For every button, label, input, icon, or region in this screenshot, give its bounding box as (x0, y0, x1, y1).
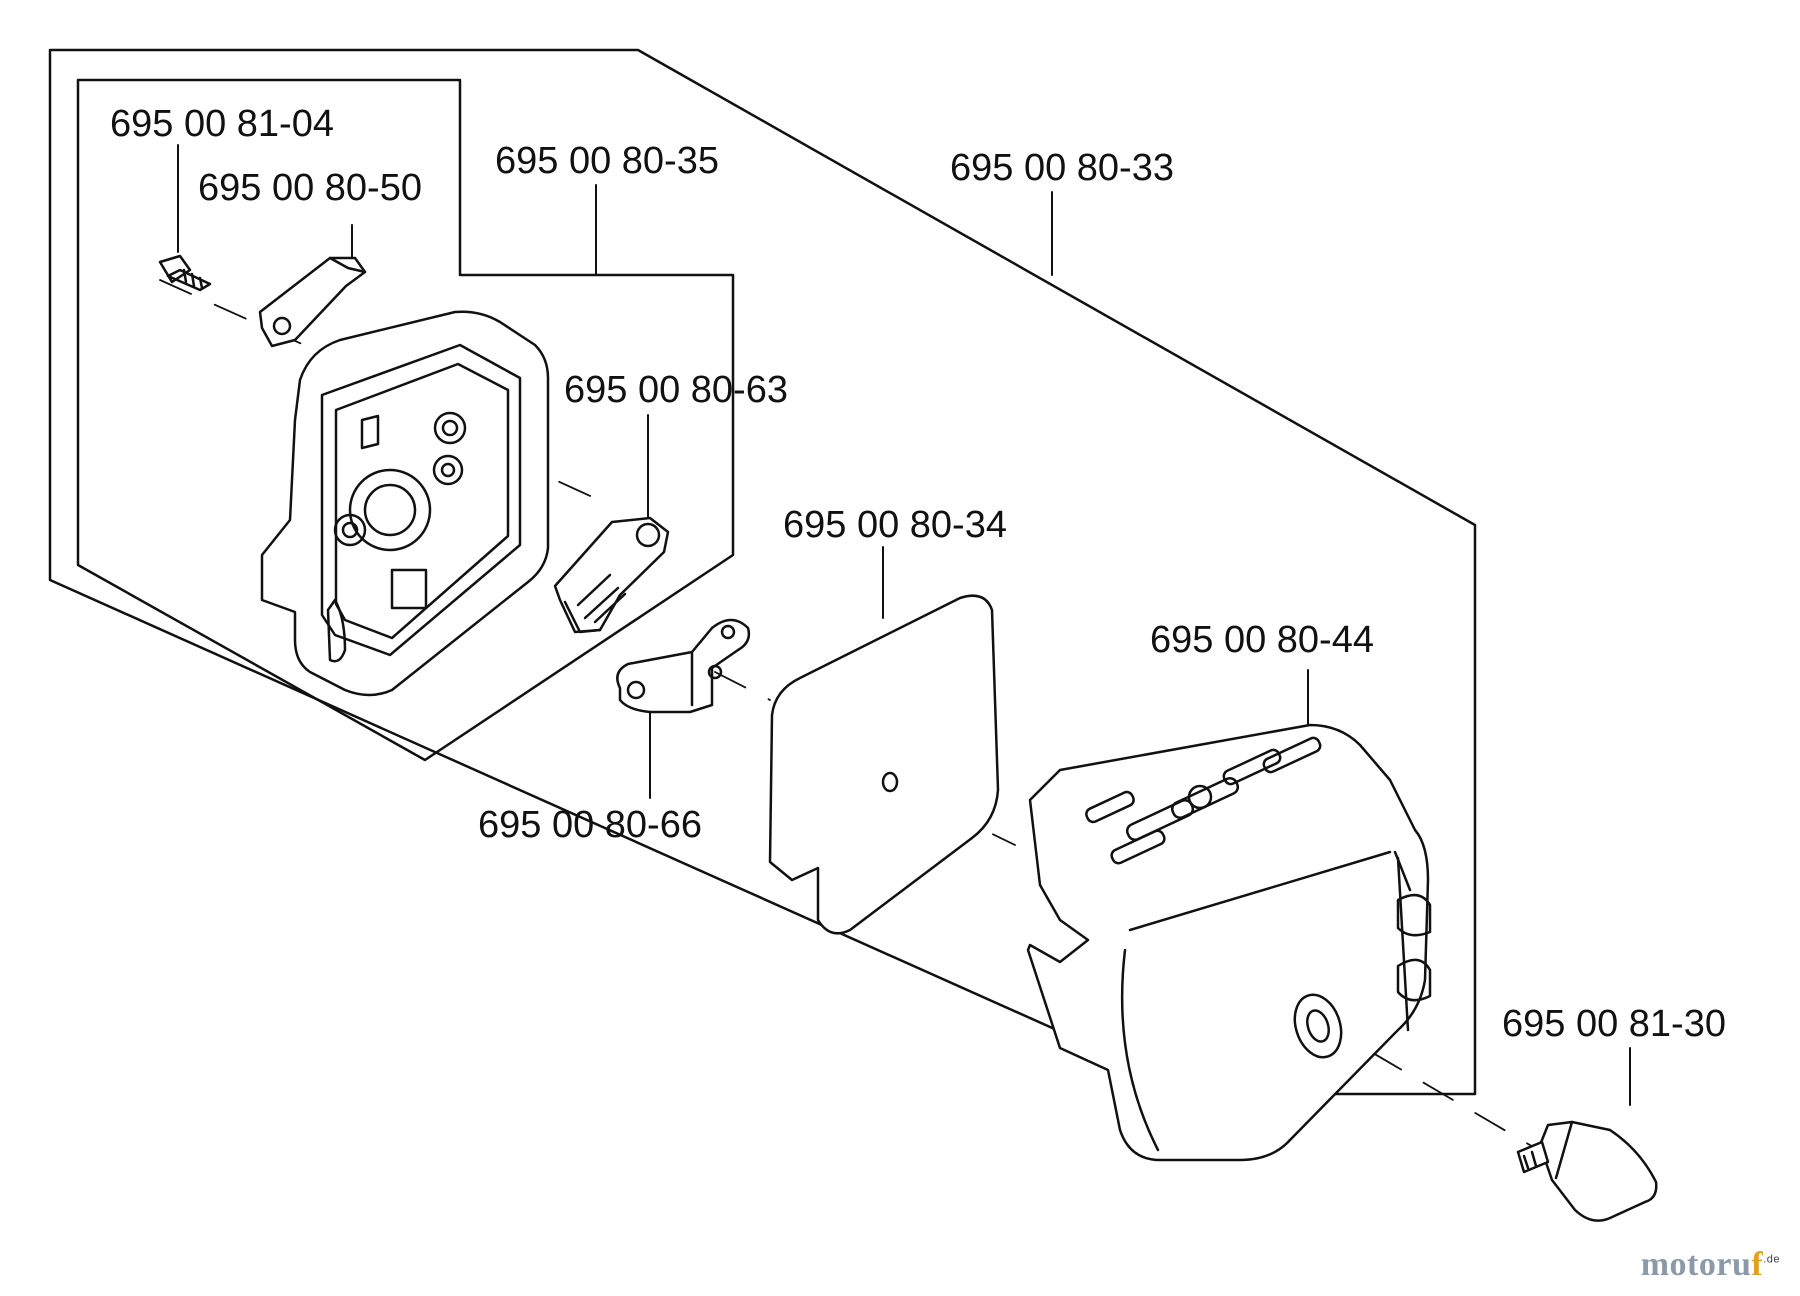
label-filter: 695 00 80-34 (783, 504, 1007, 546)
brand-watermark: motoruf.de (1641, 1246, 1780, 1284)
label-choke-lever: 695 00 80-63 (564, 369, 788, 411)
label-kit: 695 00 80-33 (950, 147, 1174, 189)
label-cover-assembly: 695 00 80-35 (495, 140, 719, 182)
knob-part (1516, 1120, 1658, 1222)
label-knob: 695 00 81-30 (1502, 1003, 1726, 1045)
label-bolt: 695 00 81-04 (110, 103, 334, 145)
label-lever: 695 00 80-50 (198, 167, 422, 209)
brand-tld: .de (1763, 1253, 1780, 1266)
lever-part (258, 256, 367, 348)
cover-assembly-outline (76, 78, 735, 762)
brand-name: motoruf (1640, 1246, 1764, 1283)
label-bracket: 695 00 80-66 (478, 804, 702, 846)
filter-housing-part (1026, 723, 1432, 1162)
bracket-part (616, 618, 751, 714)
choke-lever-part (553, 516, 670, 634)
part-labels: 695 00 81-04 695 00 80-50 695 00 80-35 6… (110, 103, 1726, 1045)
filter-element-part (768, 594, 1000, 935)
kit-outline (48, 48, 1477, 1096)
label-housing: 695 00 80-44 (1150, 619, 1374, 661)
filter-cover-part (260, 310, 550, 697)
bolt-part (158, 254, 212, 292)
leader-lines (177, 144, 1631, 1106)
